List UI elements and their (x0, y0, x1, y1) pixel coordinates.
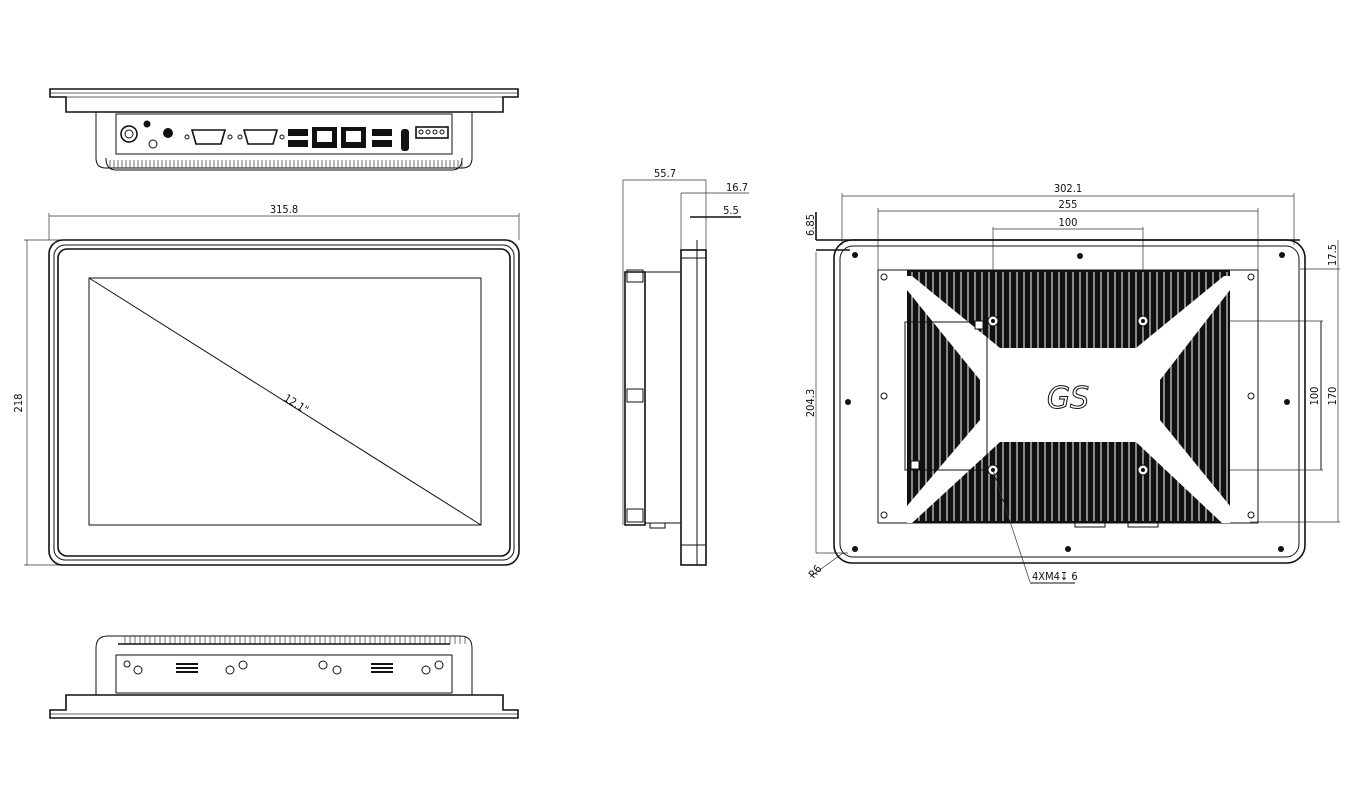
power-button-icon (120, 125, 138, 143)
rear-width-label: 302.1 (1054, 182, 1082, 195)
hex-screw-icon (133, 665, 143, 675)
screw-note: 4XM4↧ 6 (1032, 570, 1078, 583)
hex-screw-icon (225, 665, 235, 675)
terminal-block-icon (415, 126, 449, 139)
led-icon (148, 139, 158, 149)
top-view (49, 88, 519, 171)
hdmi-port-icon (401, 129, 409, 151)
usb-port-icon (288, 129, 308, 147)
rear-height-label: 204.3 (804, 389, 817, 417)
bottom-view (49, 635, 519, 719)
perimeter-screw-icon (845, 252, 1290, 552)
vesa-v-label: 100 (1308, 387, 1321, 406)
frame-screw-icon (880, 273, 1255, 519)
mount-hole-icon (238, 660, 248, 670)
vesa-h-label: 100 (1059, 216, 1078, 229)
rear-view: 302.1 255 100 6.85 204.3 R6 17.5 170 100 (804, 182, 1340, 584)
brand-logo: GS (1047, 381, 1089, 416)
ethernet-port-icon (312, 127, 337, 148)
front-width-label: 315.8 (270, 203, 298, 216)
heatsink-fins-top (105, 157, 463, 171)
right-offset-label: 17.5 (1326, 244, 1339, 266)
diagonal-label: 12.1" (281, 392, 310, 417)
radius-label: R6 (806, 563, 824, 581)
top-offset-label: 6.85 (804, 214, 817, 236)
ground-screw-icon (123, 660, 131, 668)
side-view: 55.7 16.7 5.5 (622, 167, 749, 566)
hex-screw-icon (332, 665, 342, 675)
mount-hole-icon (318, 660, 328, 670)
bezel-label: 16.7 (726, 181, 748, 194)
heatsink (904, 270, 1230, 523)
mount-height-label: 170 (1326, 387, 1339, 406)
mount-width-label: 255 (1059, 198, 1078, 211)
dc-in-icon (163, 128, 173, 138)
vent-grille-icon (176, 663, 198, 673)
depth-label: 55.7 (654, 167, 676, 180)
front-height-label: 218 (12, 394, 25, 413)
led-icon (143, 120, 151, 128)
display-area (88, 277, 482, 526)
vent-grille-icon (371, 663, 393, 673)
serial-port-icon (184, 129, 233, 145)
front-view: 315.8 218 12.1" (12, 203, 520, 566)
front-thickness-label: 5.5 (723, 204, 739, 217)
mount-hole-icon (434, 660, 444, 670)
ethernet-port-icon (341, 127, 366, 148)
usb-port-icon (372, 129, 392, 147)
heatsink-fins-bottom (118, 636, 466, 645)
serial-port-icon (237, 129, 285, 145)
hex-screw-icon (421, 665, 431, 675)
